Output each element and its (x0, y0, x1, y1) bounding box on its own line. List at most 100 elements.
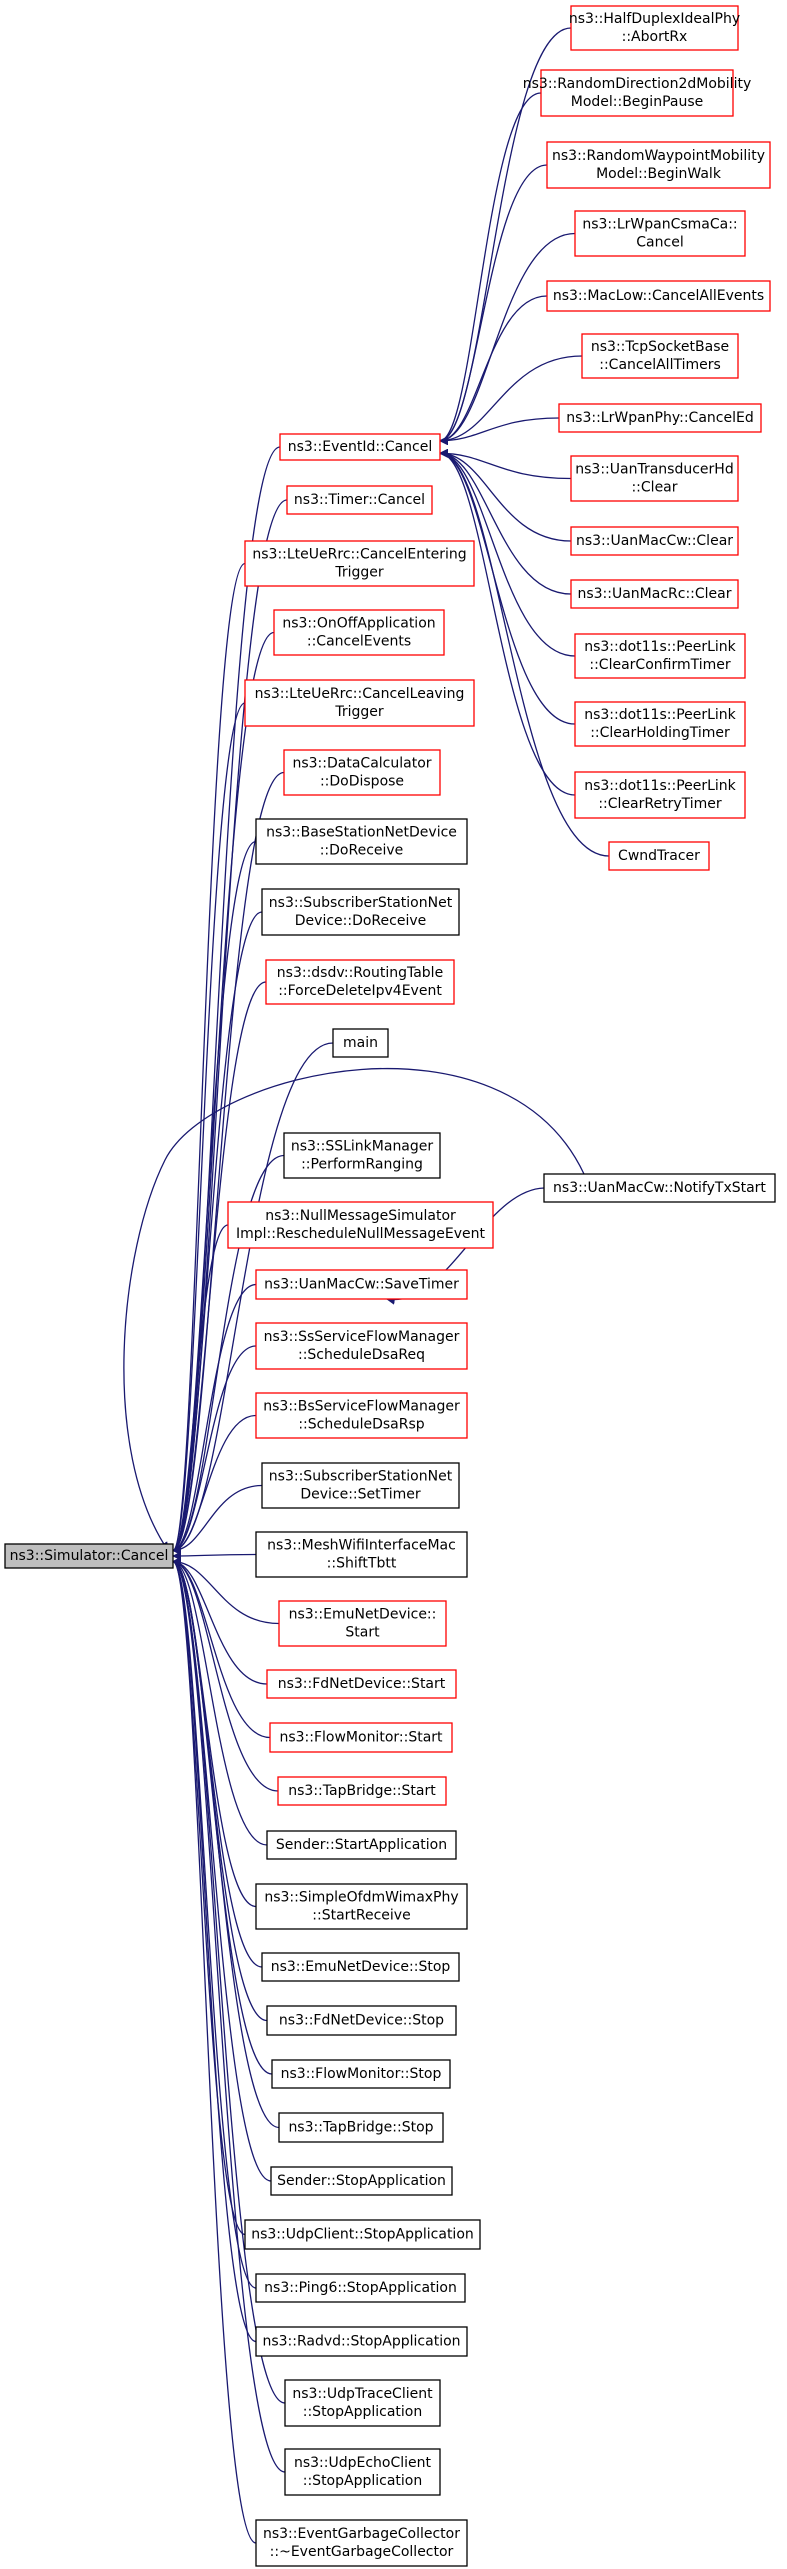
node-box (4, 1543, 174, 1569)
node-fdnetdevice-start[interactable]: ns3::FdNetDevice::Start (266, 1669, 457, 1699)
node-box (269, 1722, 453, 1753)
edge-dsdv-forcedeleteipv4event-to-focus (172, 981, 267, 1555)
edge-uanmaccw-notifytxstart-to-focus (123, 1067, 585, 1552)
node-udpechoclient-stopapplication: ns3::UdpEchoClient::StopApplication (284, 2448, 441, 2496)
node-emunetdevice-start[interactable]: ns3::EmuNetDevice::Start (278, 1600, 447, 1647)
node-label-line: ns3::Timer::Cancel (294, 492, 425, 508)
node-label-line: Model::BeginPause (571, 94, 704, 110)
node-label-line: Trigger (334, 704, 384, 720)
edge-eventid-cancel-to-focus (172, 446, 281, 1555)
node-box (278, 2112, 444, 2143)
node-eventid-cancel[interactable]: ns3::EventId::Cancel (279, 433, 441, 461)
node-eventgarbagecollector-dtor: ns3::EventGarbageCollector::~EventGarbag… (255, 2519, 468, 2567)
edge-subscriberstationnet-doreceive-to-focus (172, 911, 263, 1555)
node-ssserviceflowmanager-scheduledsareq[interactable]: ns3::SsServiceFlowManager::ScheduleDsaRe… (255, 1322, 468, 1370)
node-box (244, 679, 475, 727)
node-label-line: ns3::FdNetDevice::Start (278, 1676, 446, 1692)
node-uanmaccw-savetimer[interactable]: ns3::UanMacCw::SaveTimer (255, 1269, 468, 1300)
node-box (546, 280, 771, 312)
node-box (283, 749, 441, 796)
node-peerlink-clearretrytimer[interactable]: ns3::dot11s::PeerLink::ClearRetryTimer (574, 771, 746, 819)
node-label-line: ns3::EmuNetDevice:: (289, 1607, 437, 1623)
node-label-line: ns3::BsServiceFlowManager (263, 1399, 460, 1415)
node-box (581, 333, 739, 379)
node-timer-cancel[interactable]: ns3::Timer::Cancel (286, 485, 433, 515)
edge-sender-startapplication-to-focus (172, 1557, 268, 1846)
edge-uanmaccw-clear-to-eventid-cancel (439, 448, 572, 542)
node-maclow-cancelallevents[interactable]: ns3::MacLow::CancelAllEvents (546, 280, 771, 312)
node-uantransducerhd-clear[interactable]: ns3::UanTransducerHd::Clear (570, 455, 739, 502)
node-lrwpanphy-canceled[interactable]: ns3::LrWpanPhy::CancelEd (558, 403, 762, 433)
node-halfduplex-abortrx[interactable]: ns3::HalfDuplexIdealPhy::AbortRx (569, 5, 740, 51)
node-box (284, 2379, 441, 2427)
node-subscriberstationnet-doreceive: ns3::SubscriberStationNetDevice::DoRecei… (261, 888, 460, 936)
node-udptraceclient-stopapplication: ns3::UdpTraceClient::StopApplication (284, 2379, 441, 2427)
node-randomdirection-beginpause[interactable]: ns3::RandomDirection2dMobilityModel::Beg… (523, 69, 751, 117)
edge-subscriberstationnet-settimer-to-focus (172, 1484, 263, 1555)
node-box (279, 433, 441, 461)
node-label-line: ns3::SimpleOfdmWimaxPhy (264, 1890, 458, 1906)
node-label-line: ns3::FdNetDevice::Stop (279, 2013, 444, 2029)
node-fdnetdevice-stop: ns3::FdNetDevice::Stop (266, 2005, 457, 2036)
node-dsdv-forcedeleteipv4event[interactable]: ns3::dsdv::RoutingTable::ForceDeleteIpv4… (265, 959, 455, 1005)
edge-tapbridge-stop-to-focus (172, 1557, 280, 2129)
node-label-line: ::PerformRanging (301, 1157, 423, 1173)
node-bsserviceflowmanager-scheduledsarsp[interactable]: ns3::BsServiceFlowManager::ScheduleDsaRs… (255, 1392, 468, 1439)
edge-radvd-stopapplication-to-focus (172, 1557, 257, 2343)
node-label-line: ::ForceDeleteIpv4Event (278, 983, 442, 999)
edge-tapbridge-start-to-focus (172, 1557, 279, 1792)
node-box (266, 1669, 457, 1699)
node-label-line: ::~EventGarbageCollector (270, 2544, 454, 2560)
node-peerlink-clearconfirmtimer[interactable]: ns3::dot11s::PeerLink::ClearConfirmTimer (574, 633, 746, 679)
node-label-line: ns3::TcpSocketBase (591, 339, 729, 355)
node-label-line: Sender::StartApplication (276, 1837, 447, 1853)
node-datacalculator-dodispose[interactable]: ns3::DataCalculator::DoDispose (283, 749, 441, 796)
node-tcpsocketbase-cancelalltimers[interactable]: ns3::TcpSocketBase::CancelAllTimers (581, 333, 739, 379)
node-label-line: ns3::UdpTraceClient (292, 2386, 433, 2402)
node-uanmacrc-clear[interactable]: ns3::UanMacRc::Clear (570, 579, 739, 609)
node-tapbridge-start[interactable]: ns3::TapBridge::Start (277, 1776, 447, 1806)
node-label-line: ns3::UanMacCw::NotifyTxStart (553, 1180, 766, 1196)
node-sender-stopapplication: Sender::StopApplication (270, 2166, 453, 2196)
node-label-line: ns3::UanTransducerHd (575, 462, 733, 478)
node-label-line: ::CancelEvents (307, 634, 411, 650)
node-box (570, 526, 739, 556)
node-cwndtracer[interactable]: CwndTracer (608, 841, 710, 871)
node-uanmaccw-clear[interactable]: ns3::UanMacCw::Clear (570, 526, 739, 556)
node-ping6-stopapplication: ns3::Ping6::StopApplication (255, 2273, 466, 2303)
node-lrwpancsmaca-cancel[interactable]: ns3::LrWpanCsmaCa::Cancel (574, 210, 746, 257)
node-basestationnetdevice-doreceive: ns3::BaseStationNetDevice::DoReceive (255, 818, 468, 865)
node-label-line: ns3::OnOffApplication (282, 616, 435, 632)
node-box (255, 1269, 468, 1300)
edge-uanmaccw-savetimer-to-focus (172, 1283, 257, 1555)
node-label-line: ns3::dot11s::PeerLink (584, 707, 736, 723)
node-label-line: ns3::DataCalculator (292, 756, 431, 772)
node-label-line: ::ScheduleDsaRsp (298, 1417, 424, 1433)
node-box (570, 579, 739, 609)
node-label-line: ::StopApplication (303, 2404, 423, 2420)
node-label-line: ns3::UanMacRc::Clear (577, 586, 731, 602)
node-randomwaypoint-beginwalk[interactable]: ns3::RandomWaypointMobilityModel::BeginW… (546, 141, 771, 189)
node-label-line: ns3::HalfDuplexIdealPhy (569, 11, 740, 27)
node-box (255, 2326, 468, 2357)
node-box (570, 455, 739, 502)
node-box (255, 2519, 468, 2567)
node-box (261, 1952, 460, 1982)
node-label-line: ns3::EventId::Cancel (288, 439, 433, 455)
node-nullmessagesimulator-reschedule[interactable]: ns3::NullMessageSimulatorImpl::Reschedul… (227, 1201, 494, 1249)
node-box (255, 2273, 466, 2303)
node-label-line: ns3::EventGarbageCollector (263, 2526, 460, 2542)
node-flowmonitor-start[interactable]: ns3::FlowMonitor::Start (269, 1722, 453, 1753)
node-label-line: ::ClearHoldingTimer (590, 725, 730, 741)
node-label-line: ::StartReceive (312, 1908, 410, 1924)
node-box (332, 1028, 389, 1058)
node-label-line: ns3::MacLow::CancelAllEvents (553, 288, 764, 304)
node-layer: ns3::Simulator::Cancelns3::EventId::Canc… (4, 5, 776, 2567)
node-box (543, 1173, 776, 1203)
node-box (244, 540, 475, 587)
node-box (266, 1830, 457, 1860)
node-onoffapplication-cancelevents[interactable]: ns3::OnOffApplication::CancelEvents (273, 609, 445, 656)
node-peerlink-clearholdingtimer[interactable]: ns3::dot11s::PeerLink::ClearHoldingTimer (574, 701, 746, 747)
